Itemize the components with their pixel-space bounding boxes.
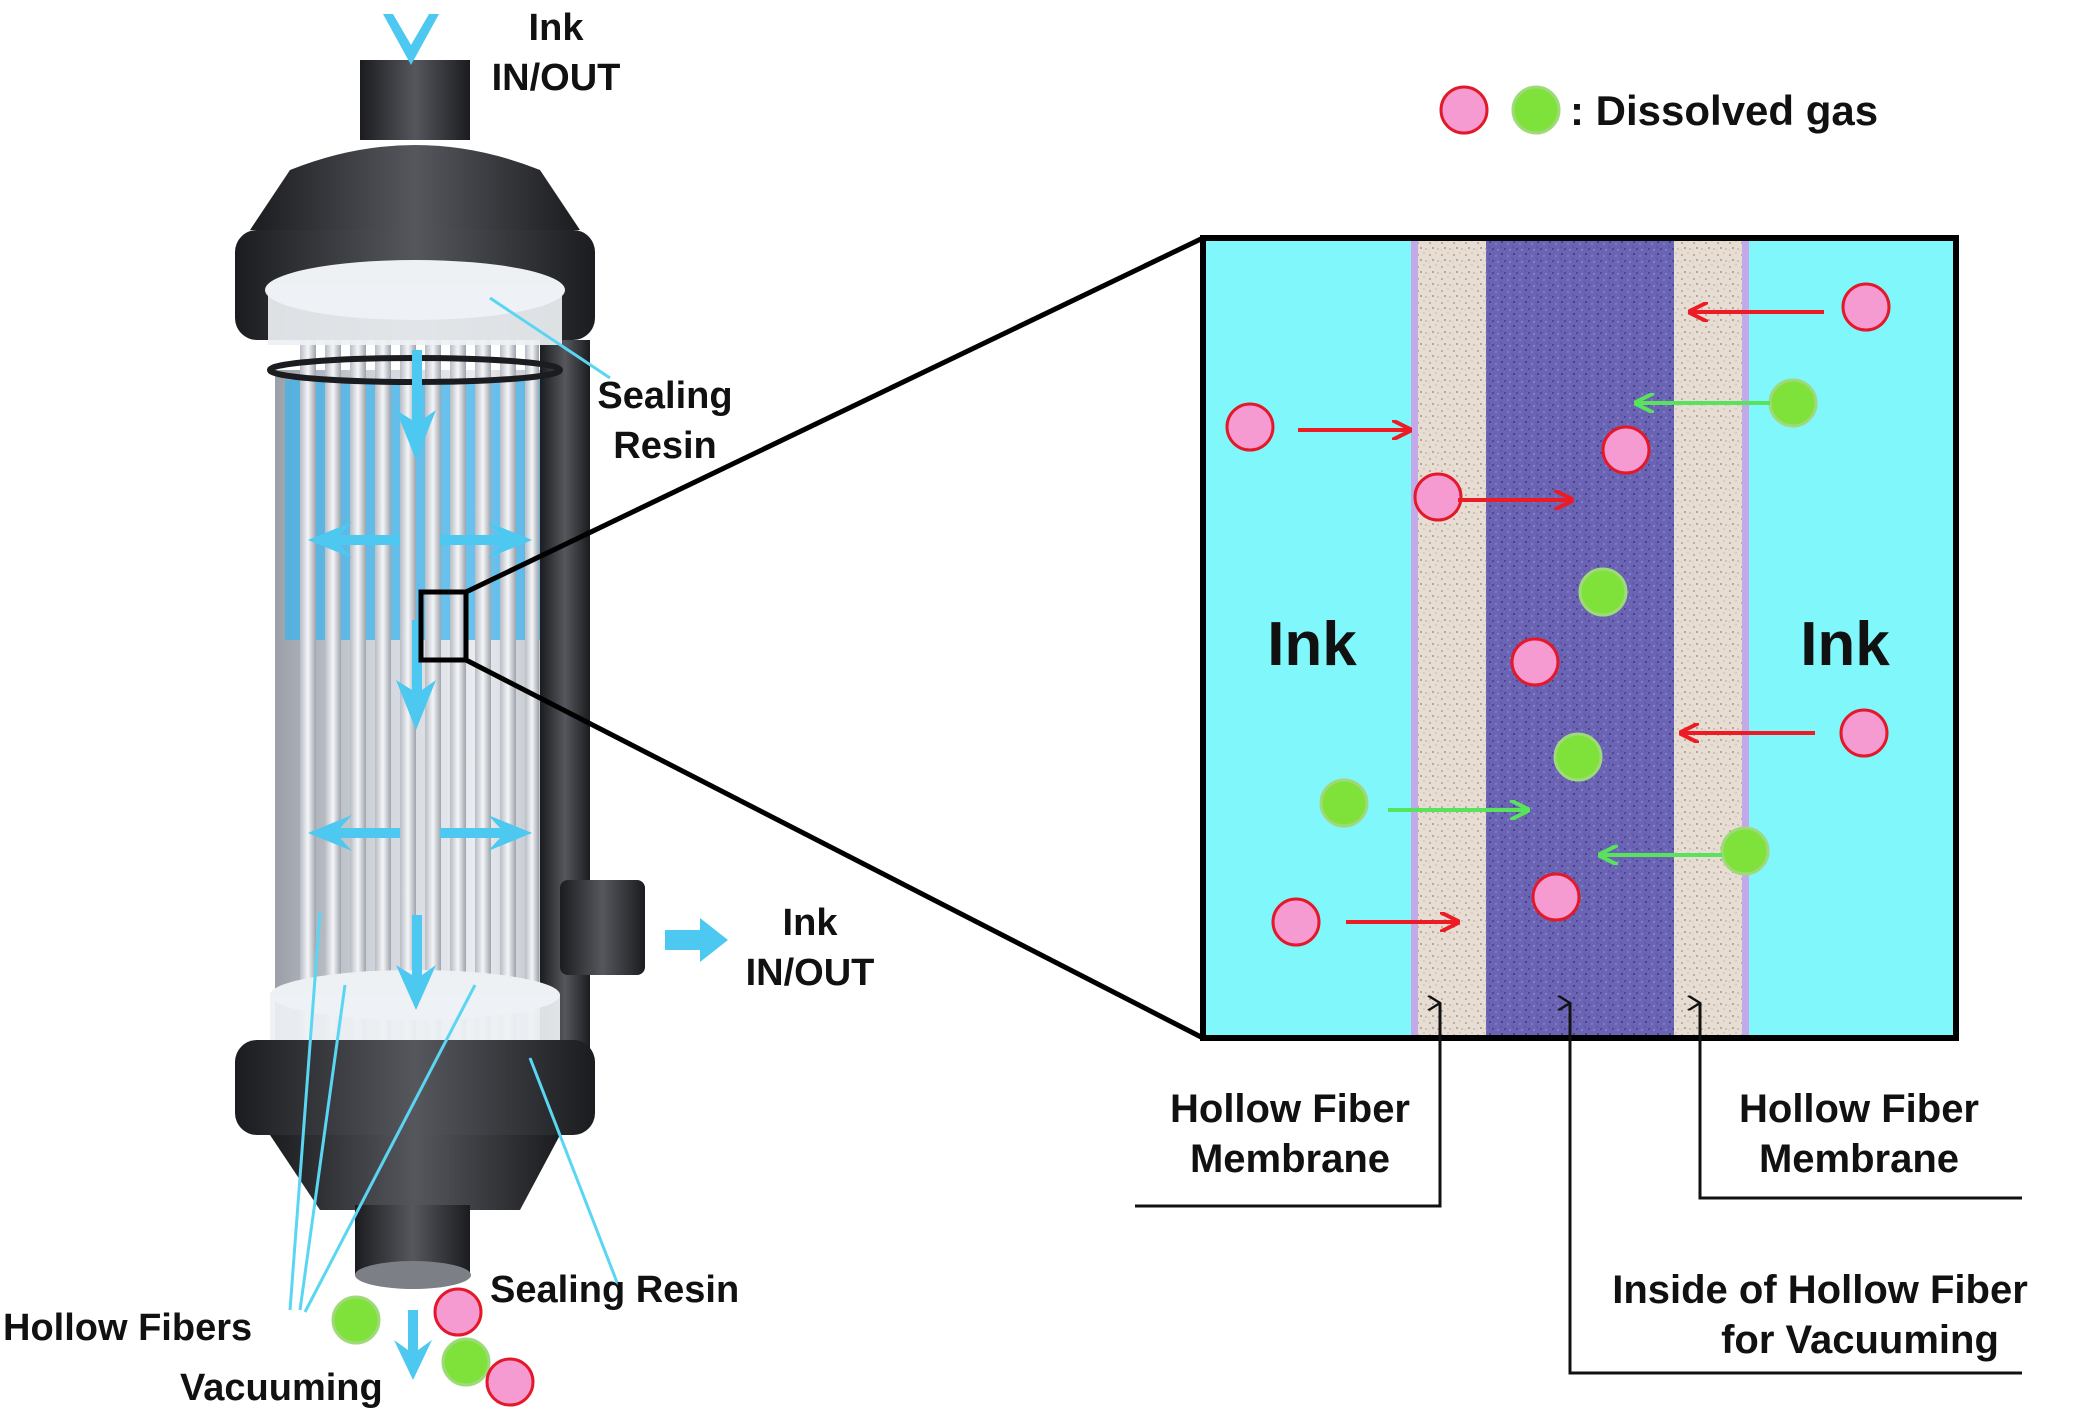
flow-arrow-left	[308, 522, 400, 558]
sealing-resin-top-line1: Sealing	[597, 375, 732, 417]
membrane-left	[1418, 238, 1486, 1038]
membrane-left-label-line2: Membrane	[1190, 1137, 1390, 1181]
zoom-frame	[1200, 235, 1959, 1041]
ink-region-right	[1749, 238, 1956, 1038]
membrane-right	[1674, 238, 1742, 1038]
sealing-resin-top-line2: Resin	[613, 425, 716, 467]
membrane-right-label-line2: Membrane	[1759, 1137, 1959, 1181]
hollow-fibers-label: Hollow Fibers	[3, 1307, 252, 1349]
flow-arrow-left	[308, 815, 400, 851]
gas-bubble-green	[1578, 567, 1628, 617]
ink-top-label-line2: IN/OUT	[492, 57, 621, 99]
ink-top-label-line1: Ink	[529, 7, 585, 49]
membrane-edge-right	[1742, 238, 1749, 1038]
flow-arrow-down	[396, 915, 436, 1010]
flow-arrow-down	[396, 350, 436, 460]
flow-arrow-bottom-out	[394, 1310, 432, 1380]
flow-arrow-side-out	[665, 918, 728, 962]
zoom-source-box	[418, 589, 469, 663]
gas-bubble-green	[441, 1337, 491, 1387]
flow-arrow-right	[440, 815, 532, 851]
gas-bubble-pink	[1225, 402, 1275, 452]
sealing-resin-bottom-label: Sealing Resin	[490, 1269, 739, 1311]
zoom-connector-top	[464, 235, 1205, 595]
ink-side-label-line1: Ink	[783, 902, 839, 944]
gas-bubble-pink	[1413, 472, 1463, 522]
ink-right-label: Ink	[1800, 610, 1890, 679]
gas-bubble-pink	[1841, 282, 1891, 332]
legend-text: : Dissolved gas	[1570, 87, 1878, 134]
gas-bubble-pink	[1271, 897, 1321, 947]
gas-bubble-pink	[1510, 637, 1560, 687]
membrane-edge-left	[1411, 238, 1418, 1038]
module-leader-lines	[288, 296, 622, 1313]
fiber-inside-region	[1486, 238, 1674, 1038]
legend-green-gas-icon	[1511, 85, 1561, 135]
gas-bubble-pink	[1601, 425, 1651, 475]
vacuum-gas-bubbles	[331, 1287, 535, 1407]
ink-left-label: Ink	[1267, 610, 1357, 679]
gas-bubble-pink	[1531, 872, 1581, 922]
zoom-callout-lines	[1135, 1003, 2022, 1375]
legend-pink-gas-icon	[1439, 85, 1489, 135]
module-illustration	[235, 14, 1205, 1380]
flow-arrow-down	[396, 620, 436, 730]
flow-arrow-top-in	[383, 14, 439, 65]
membrane-left-label-line1: Hollow Fiber	[1170, 1087, 1410, 1131]
gas-bubble-green	[331, 1295, 381, 1345]
membrane-right-label-line1: Hollow Fiber	[1739, 1087, 1979, 1131]
hollow-fiber-bundle	[300, 280, 539, 1110]
callout-inside-fiber	[1570, 1003, 2022, 1375]
callout-membrane-right	[1700, 1003, 2022, 1200]
flow-arrow-right	[440, 522, 532, 558]
zoom-panel: Ink Ink	[1200, 235, 1959, 1041]
inside-fiber-label-line1: Inside of Hollow Fiber	[1612, 1268, 2028, 1312]
zoom-connector-bottom	[464, 657, 1205, 1041]
gas-bubble-green	[1553, 732, 1603, 782]
side-port	[560, 880, 645, 975]
legend: : Dissolved gas	[1439, 85, 1878, 135]
gas-bubble-pink	[433, 1287, 483, 1337]
gas-bubble-pink	[485, 1357, 535, 1407]
gas-bubble-pink	[1839, 708, 1889, 758]
callout-membrane-left	[1135, 1003, 1442, 1208]
ink-side-label-line2: IN/OUT	[746, 952, 875, 994]
vacuuming-label: Vacuuming	[180, 1367, 383, 1409]
gas-bubble-green	[1319, 778, 1369, 828]
bottom-cap	[235, 970, 595, 1289]
gas-transfer-arrows	[1298, 312, 1824, 922]
inside-fiber-label-line2: for Vacuuming	[1721, 1318, 1999, 1362]
gas-bubble-green	[1720, 826, 1770, 876]
flow-arrows	[308, 14, 728, 1380]
gas-bubble-green	[1768, 378, 1818, 428]
zoom-gas-bubbles	[1225, 282, 1891, 947]
